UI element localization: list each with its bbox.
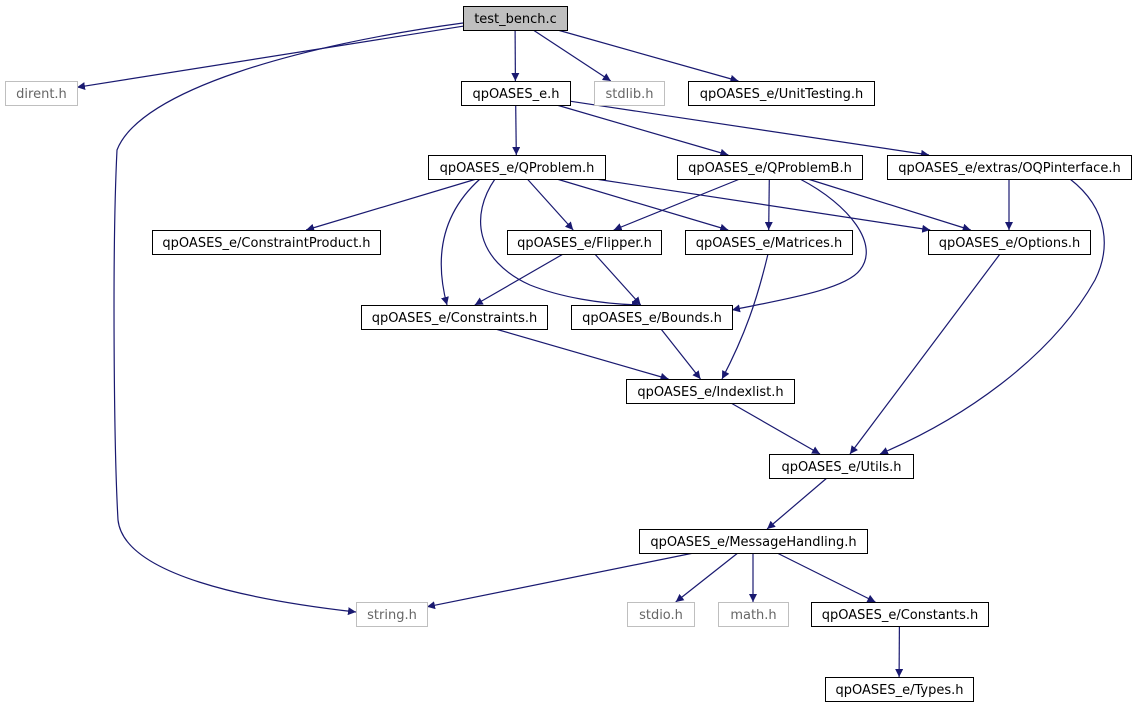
node-options[interactable]: qpOASES_e/Options.h	[928, 230, 1091, 255]
node-label-options: qpOASES_e/Options.h	[939, 236, 1081, 251]
node-label-unittesting: qpOASES_e/UnitTesting.h	[700, 87, 864, 102]
node-matrices[interactable]: qpOASES_e/Matrices.h	[685, 230, 853, 255]
node-label-bounds: qpOASES_e/Bounds.h	[582, 311, 722, 326]
edge-indexlist-to-utils	[730, 402, 821, 455]
edge-messagehandling-to-stdio	[675, 552, 739, 603]
node-label-utils: qpOASES_e/Utils.h	[782, 460, 902, 475]
node-box-types	[825, 677, 974, 702]
edge-oqp-to-utils	[879, 178, 1105, 455]
node-label-constraints: qpOASES_e/Constraints.h	[372, 311, 538, 326]
edge-qpoases_e-to-qproblem	[512, 104, 521, 156]
edge-qpoases_e-to-qproblemb	[556, 104, 729, 157]
node-box-oqp	[887, 155, 1132, 180]
edge-test_bench-to-string	[113, 22, 464, 616]
edge-qpoases_e-to-oqp	[569, 100, 930, 158]
node-types[interactable]: qpOASES_e/Types.h	[825, 677, 974, 702]
edge-qproblem-to-flipper	[526, 178, 574, 231]
node-label-messagehandling: qpOASES_e/MessageHandling.h	[650, 535, 856, 550]
node-qproblem[interactable]: qpOASES_e/QProblem.h	[428, 155, 606, 180]
edge-qproblem-to-bounds	[480, 178, 641, 309]
node-box-options	[928, 230, 1091, 255]
node-label-flipper: qpOASES_e/Flipper.h	[517, 236, 652, 251]
node-box-utils	[769, 454, 914, 479]
edge-layer	[76, 22, 1105, 678]
node-box-qproblemb	[677, 155, 863, 180]
node-utils[interactable]: qpOASES_e/Utils.h	[769, 454, 914, 479]
edge-test_bench-to-stdlib	[532, 29, 612, 82]
edge-qproblemb-to-bounds	[731, 178, 867, 313]
node-stdlib: stdlib.h	[594, 81, 665, 106]
node-oqp[interactable]: qpOASES_e/extras/OQPinterface.h	[887, 155, 1132, 180]
edge-bounds-to-indexlist	[660, 328, 701, 380]
edge-flipper-to-constraints	[474, 253, 564, 306]
node-label-math: math.h	[730, 608, 776, 623]
edge-qproblem-to-constraintproduct	[305, 178, 477, 232]
node-box-qproblem	[428, 155, 606, 180]
node-flipper[interactable]: qpOASES_e/Flipper.h	[507, 230, 662, 255]
node-test_bench[interactable]: test_bench.c	[463, 6, 568, 31]
node-box-constants	[811, 602, 989, 627]
node-layer: test_bench.c dirent.h qpOASES_e.h stdlib.h q…	[5, 6, 1132, 702]
node-box-messagehandling	[639, 529, 868, 554]
node-label-dirent: dirent.h	[16, 87, 67, 102]
node-string: string.h	[356, 602, 428, 627]
node-stdio: stdio.h	[627, 602, 695, 627]
node-math: math.h	[718, 602, 789, 627]
edge-messagehandling-to-constants	[776, 552, 876, 603]
node-box-indexlist	[626, 379, 795, 404]
node-box-constraintproduct	[152, 230, 381, 255]
node-box-constraints	[361, 305, 548, 330]
edge-qproblemb-to-options	[807, 178, 971, 232]
node-label-types: qpOASES_e/Types.h	[835, 683, 963, 698]
node-box-matrices	[685, 230, 853, 255]
node-constraintproduct[interactable]: qpOASES_e/ConstraintProduct.h	[152, 230, 381, 255]
node-messagehandling[interactable]: qpOASES_e/MessageHandling.h	[639, 529, 868, 554]
node-label-constants: qpOASES_e/Constants.h	[822, 608, 979, 623]
edge-qproblem-to-matrices	[556, 178, 729, 232]
node-box-unittesting	[688, 81, 875, 106]
node-constants[interactable]: qpOASES_e/Constants.h	[811, 602, 989, 627]
node-constraints[interactable]: qpOASES_e/Constraints.h	[361, 305, 548, 330]
node-label-stdio: stdio.h	[639, 608, 683, 623]
node-box-string	[356, 602, 428, 627]
node-label-string: string.h	[367, 608, 417, 623]
node-box-flipper	[507, 230, 662, 255]
edge-qproblem-to-constraints	[440, 178, 481, 306]
node-label-matrices: qpOASES_e/Matrices.h	[696, 236, 843, 251]
edge-options-to-utils	[849, 253, 1001, 455]
node-qproblemb[interactable]: qpOASES_e/QProblemB.h	[677, 155, 863, 180]
edge-qproblem-to-options	[595, 178, 931, 233]
edge-qproblemb-to-matrices	[764, 178, 773, 231]
edge-messagehandling-to-string	[426, 552, 694, 610]
node-label-qpoases_e: qpOASES_e.h	[473, 87, 560, 102]
edge-constraints-to-indexlist	[495, 328, 669, 381]
node-label-stdlib: stdlib.h	[606, 87, 654, 102]
edge-test_bench-to-dirent	[76, 25, 464, 91]
edge-flipper-to-bounds	[594, 253, 642, 306]
edge-matrices-to-indexlist	[721, 253, 769, 380]
node-box-bounds	[571, 305, 733, 330]
edge-test_bench-to-unittesting	[557, 29, 739, 83]
node-box-test_bench	[463, 6, 568, 31]
node-box-stdlib	[594, 81, 665, 106]
node-label-oqp: qpOASES_e/extras/OQPinterface.h	[898, 161, 1120, 176]
node-box-stdio	[627, 602, 695, 627]
node-unittesting[interactable]: qpOASES_e/UnitTesting.h	[688, 81, 875, 106]
node-bounds[interactable]: qpOASES_e/Bounds.h	[571, 305, 733, 330]
edge-utils-to-messagehandling	[766, 477, 828, 530]
node-label-test_bench: test_bench.c	[474, 12, 557, 27]
node-box-math	[718, 602, 789, 627]
node-label-constraintproduct: qpOASES_e/ConstraintProduct.h	[162, 236, 370, 251]
node-label-indexlist: qpOASES_e/Indexlist.h	[637, 385, 783, 400]
node-box-dirent	[5, 81, 78, 106]
node-indexlist[interactable]: qpOASES_e/Indexlist.h	[626, 379, 795, 404]
node-label-qproblem: qpOASES_e/QProblem.h	[440, 161, 595, 176]
node-dirent: dirent.h	[5, 81, 78, 106]
node-box-qpoases_e	[461, 81, 571, 106]
node-label-qproblemb: qpOASES_e/QProblemB.h	[688, 161, 852, 176]
edge-qproblemb-to-flipper	[613, 178, 741, 231]
node-qpoases_e[interactable]: qpOASES_e.h	[461, 81, 571, 106]
